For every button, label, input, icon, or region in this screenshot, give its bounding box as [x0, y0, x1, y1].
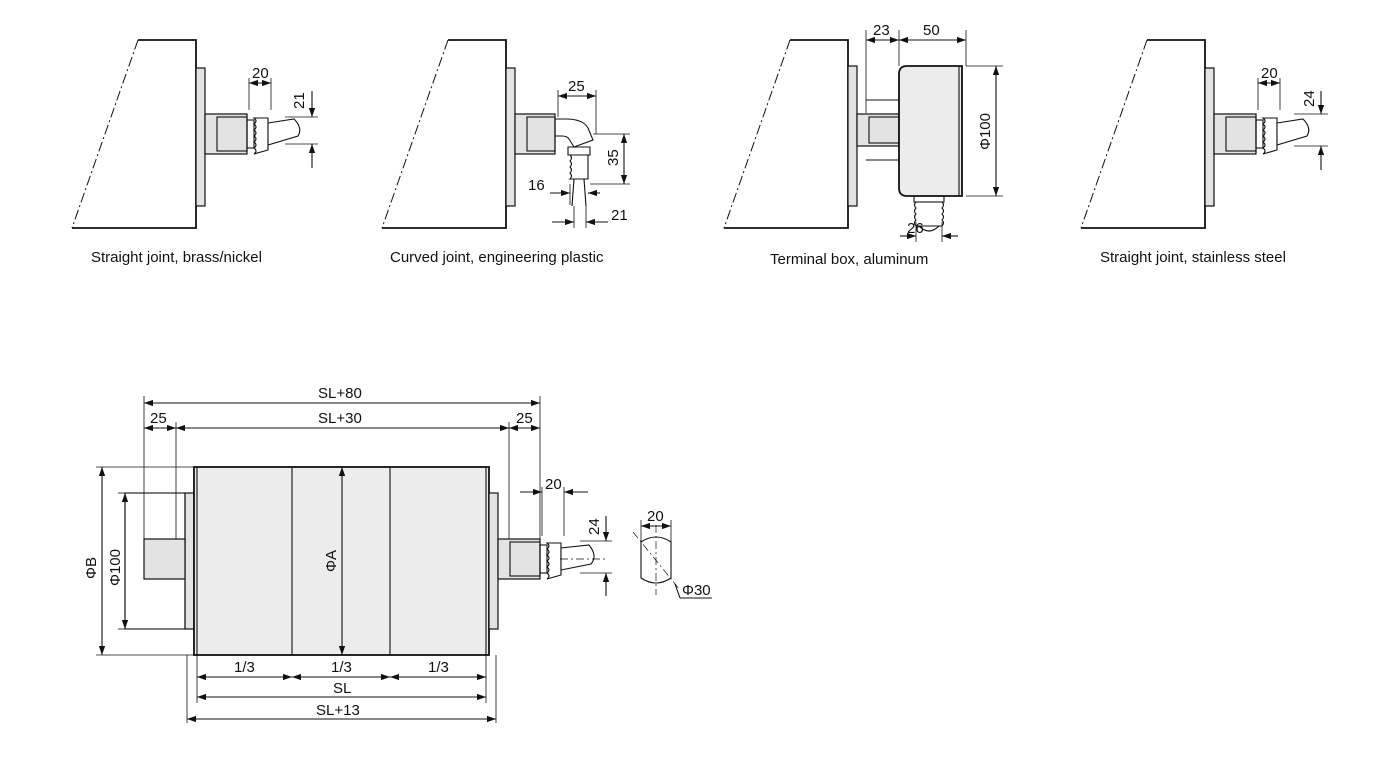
view-straight-joint-steel: 20 24 Straight joint, stainless steel [1080, 39, 1328, 266]
v1-height-dim: 21 [291, 92, 308, 109]
main-left-end-dim: 25 [150, 410, 167, 427]
v4-height-dim: 24 [1301, 90, 1318, 107]
v3-diameter-dim: Φ100 [977, 113, 994, 150]
v2-stem-dim: 16 [528, 177, 545, 194]
main-tube-dia: ΦA [323, 550, 340, 572]
main-sl13-dim: SL+13 [316, 702, 360, 719]
v2-height-dim: 35 [605, 149, 622, 166]
view-main-roller: SL+80 SL+30 25 25 20 24 ΦB Φ100 ΦA [83, 385, 612, 723]
v4-width-dim: 20 [1261, 65, 1278, 82]
v1-width-dim: 20 [252, 65, 269, 82]
main-third-1: 1/3 [234, 659, 255, 676]
main-sl-dim: SL [333, 680, 351, 697]
v4-caption: Straight joint, stainless steel [1100, 249, 1286, 266]
main-right-end-dim: 25 [516, 410, 533, 427]
view-straight-joint-brass: 20 21 Straight joint, brass/nickel [71, 39, 318, 266]
main-shaft-dia-b: ΦB [83, 557, 100, 579]
v3-width-dim: 50 [923, 22, 940, 39]
view-shaft-section: 20 Φ30 [632, 508, 712, 599]
v3-gap-dim: 23 [873, 22, 890, 39]
main-third-3: 1/3 [428, 659, 449, 676]
v2-width-dim: 25 [568, 78, 585, 95]
main-inner-dim: SL+30 [318, 410, 362, 427]
section-diameter-dim: Φ30 [682, 582, 711, 599]
main-third-2: 1/3 [331, 659, 352, 676]
main-joint-height-dim: 24 [586, 518, 603, 535]
view-curved-joint-plastic: 25 35 16 21 Curved joint, engineering pl… [381, 39, 630, 266]
v2-cable-dim: 21 [611, 207, 628, 224]
main-joint-width-dim: 20 [545, 476, 562, 493]
section-flat-dim: 20 [647, 508, 664, 525]
main-overall-dim: SL+80 [318, 385, 362, 402]
v3-caption: Terminal box, aluminum [770, 251, 928, 268]
view-terminal-box-aluminum: 23 50 Φ100 26 Terminal box, aluminum [723, 22, 1003, 268]
v2-caption: Curved joint, engineering plastic [390, 249, 604, 266]
v3-gland-dim: 26 [907, 220, 924, 237]
v1-caption: Straight joint, brass/nickel [91, 249, 262, 266]
main-shaft-dia-100: Φ100 [107, 549, 124, 586]
